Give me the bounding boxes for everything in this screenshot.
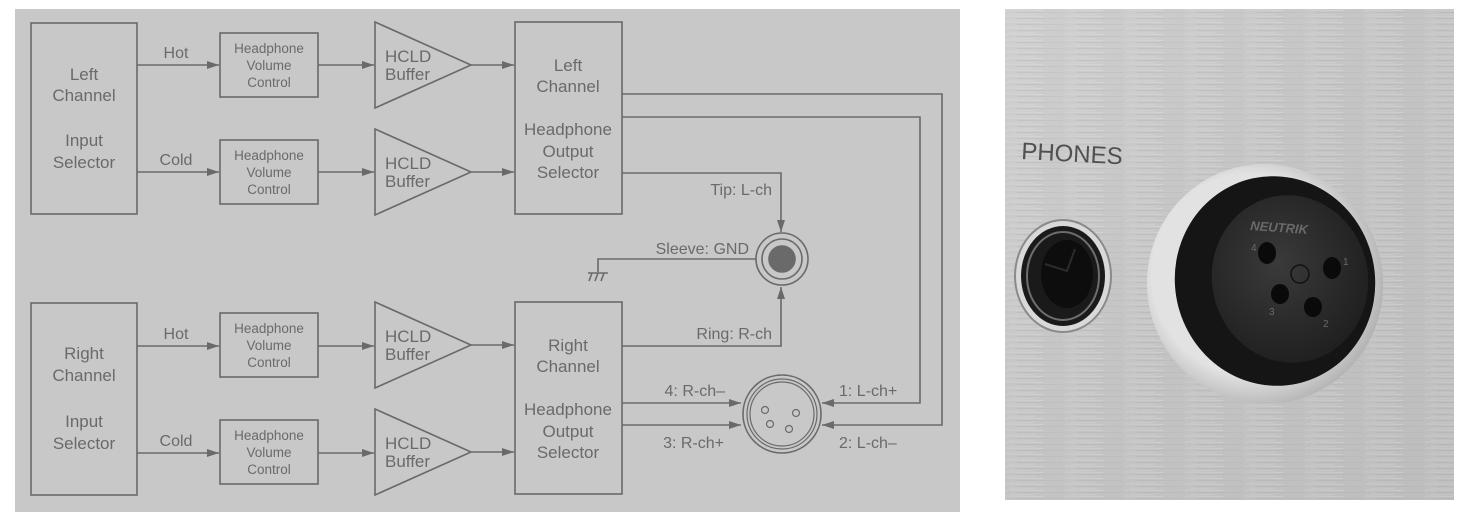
right-output-line1: Right [548,336,588,355]
socket-pin-label-2: 2 [1323,319,1329,330]
trs-jack-icon [755,232,809,286]
left-cold-vol-line3: Control [247,182,291,197]
left-hot-vol-line1: Headphone [234,41,304,56]
right-hot-buffer-triangle [374,300,473,390]
left-output-line1: Left [554,56,583,75]
left-input-line2: Channel [52,86,115,105]
phones-label: PHONES [1021,138,1124,170]
xlr-pin-1 [791,408,801,418]
left-hot-vol-line3: Control [247,75,291,90]
left-output-line4: Output [542,142,593,161]
socket-pin-label-4: 4 [1251,243,1257,254]
right-hot-vol-line3: Control [247,355,291,370]
xlr-pin3-label: 3: R-ch+ [663,435,724,452]
diagram-background [15,9,960,512]
right-output-line3: Headphone [524,400,612,419]
left-xlr-pin1-wire [622,116,921,407]
left-input-line4: Selector [53,153,116,172]
right-hot-vol-line1: Headphone [234,321,304,336]
sleeve-wire [597,258,756,272]
right-cold-vol-line1: Headphone [234,428,304,443]
socket-pin-1 [1323,257,1341,279]
xlr-pin1-label: 1: L-ch+ [839,383,897,400]
socket-pin-label-3: 3 [1269,307,1275,318]
right-output-line5: Selector [537,443,600,462]
right-input-selector-box [30,302,138,496]
left-cold-label: Cold [160,152,193,169]
socket-pin-2 [1304,297,1322,317]
left-cold-vol-line2: Volume [246,165,291,180]
left-hot-buffer-triangle [374,20,473,110]
socket-pin-3 [1271,284,1289,304]
left-hot-buffer-line2: Buffer [385,65,430,84]
left-hot-buffer-line1: HCLD [385,47,431,66]
left-hot-label: Hot [164,45,189,62]
right-input-line2: Channel [52,366,115,385]
right-output-selector-box [514,301,623,495]
xlr-socket-icon: NEUTRIK 4 1 3 2 [1146,164,1384,404]
right-hot-vol-line2: Volume [246,338,291,353]
right-hot-buffer-line2: Buffer [385,345,430,364]
right-input-line3: Input [65,412,103,431]
block-diagram: Left Channel Input Selector Hot Cold Hea… [15,9,960,512]
front-panel-photo: PHONES NEUTRIK 4 1 3 2 [1005,9,1454,500]
ground-icon [588,272,608,282]
right-cold-buffer-line1: HCLD [385,434,431,453]
left-input-line1: Left [70,65,99,84]
left-output-line2: Channel [536,77,599,96]
right-hot-label: Hot [164,326,189,343]
right-cold-buffer-line2: Buffer [385,452,430,471]
right-cold-volume-box [219,419,319,485]
left-cold-buffer-line1: HCLD [385,154,431,173]
quarter-inch-jack-icon [1014,219,1112,333]
socket-pin-4 [1258,242,1276,264]
socket-pin-label-1: 1 [1343,257,1349,268]
left-input-line3: Input [65,131,103,150]
left-hot-vol-line2: Volume [246,58,291,73]
right-input-line1: Right [64,344,104,363]
right-output-line4: Output [542,422,593,441]
right-hot-volume-box [219,312,319,378]
right-cold-vol-line3: Control [247,462,291,477]
left-output-selector-box [514,21,623,215]
left-cold-buffer-triangle [374,127,473,217]
neutrik-logo: NEUTRIK [1250,218,1310,237]
left-input-selector-box [30,22,138,215]
left-xlr-pin2-wire [622,93,943,429]
xlr-pin-2 [784,424,794,434]
ring-wire [622,287,785,347]
tip-wire [622,172,785,232]
xlr-pin-4 [760,405,770,415]
right-cold-vol-line2: Volume [246,445,291,460]
xlr-pin4-label: 4: R-ch– [665,383,726,400]
xlr-pin-3 [765,419,775,429]
left-cold-vol-line1: Headphone [234,148,304,163]
xlr-connector-icon [742,374,822,454]
sleeve-label: Sleeve: GND [656,241,749,258]
right-hot-buffer-line1: HCLD [385,327,431,346]
left-cold-buffer-line2: Buffer [385,172,430,191]
left-output-line3: Headphone [524,120,612,139]
ring-label: Ring: R-ch [696,326,772,343]
xlr-pin2-label: 2: L-ch– [839,435,897,452]
right-cold-buffer-triangle [374,407,473,497]
right-output-line2: Channel [536,357,599,376]
right-cold-label: Cold [160,433,193,450]
right-input-line4: Selector [53,434,116,453]
left-output-line5: Selector [537,163,600,182]
tip-label: Tip: L-ch [710,182,772,199]
